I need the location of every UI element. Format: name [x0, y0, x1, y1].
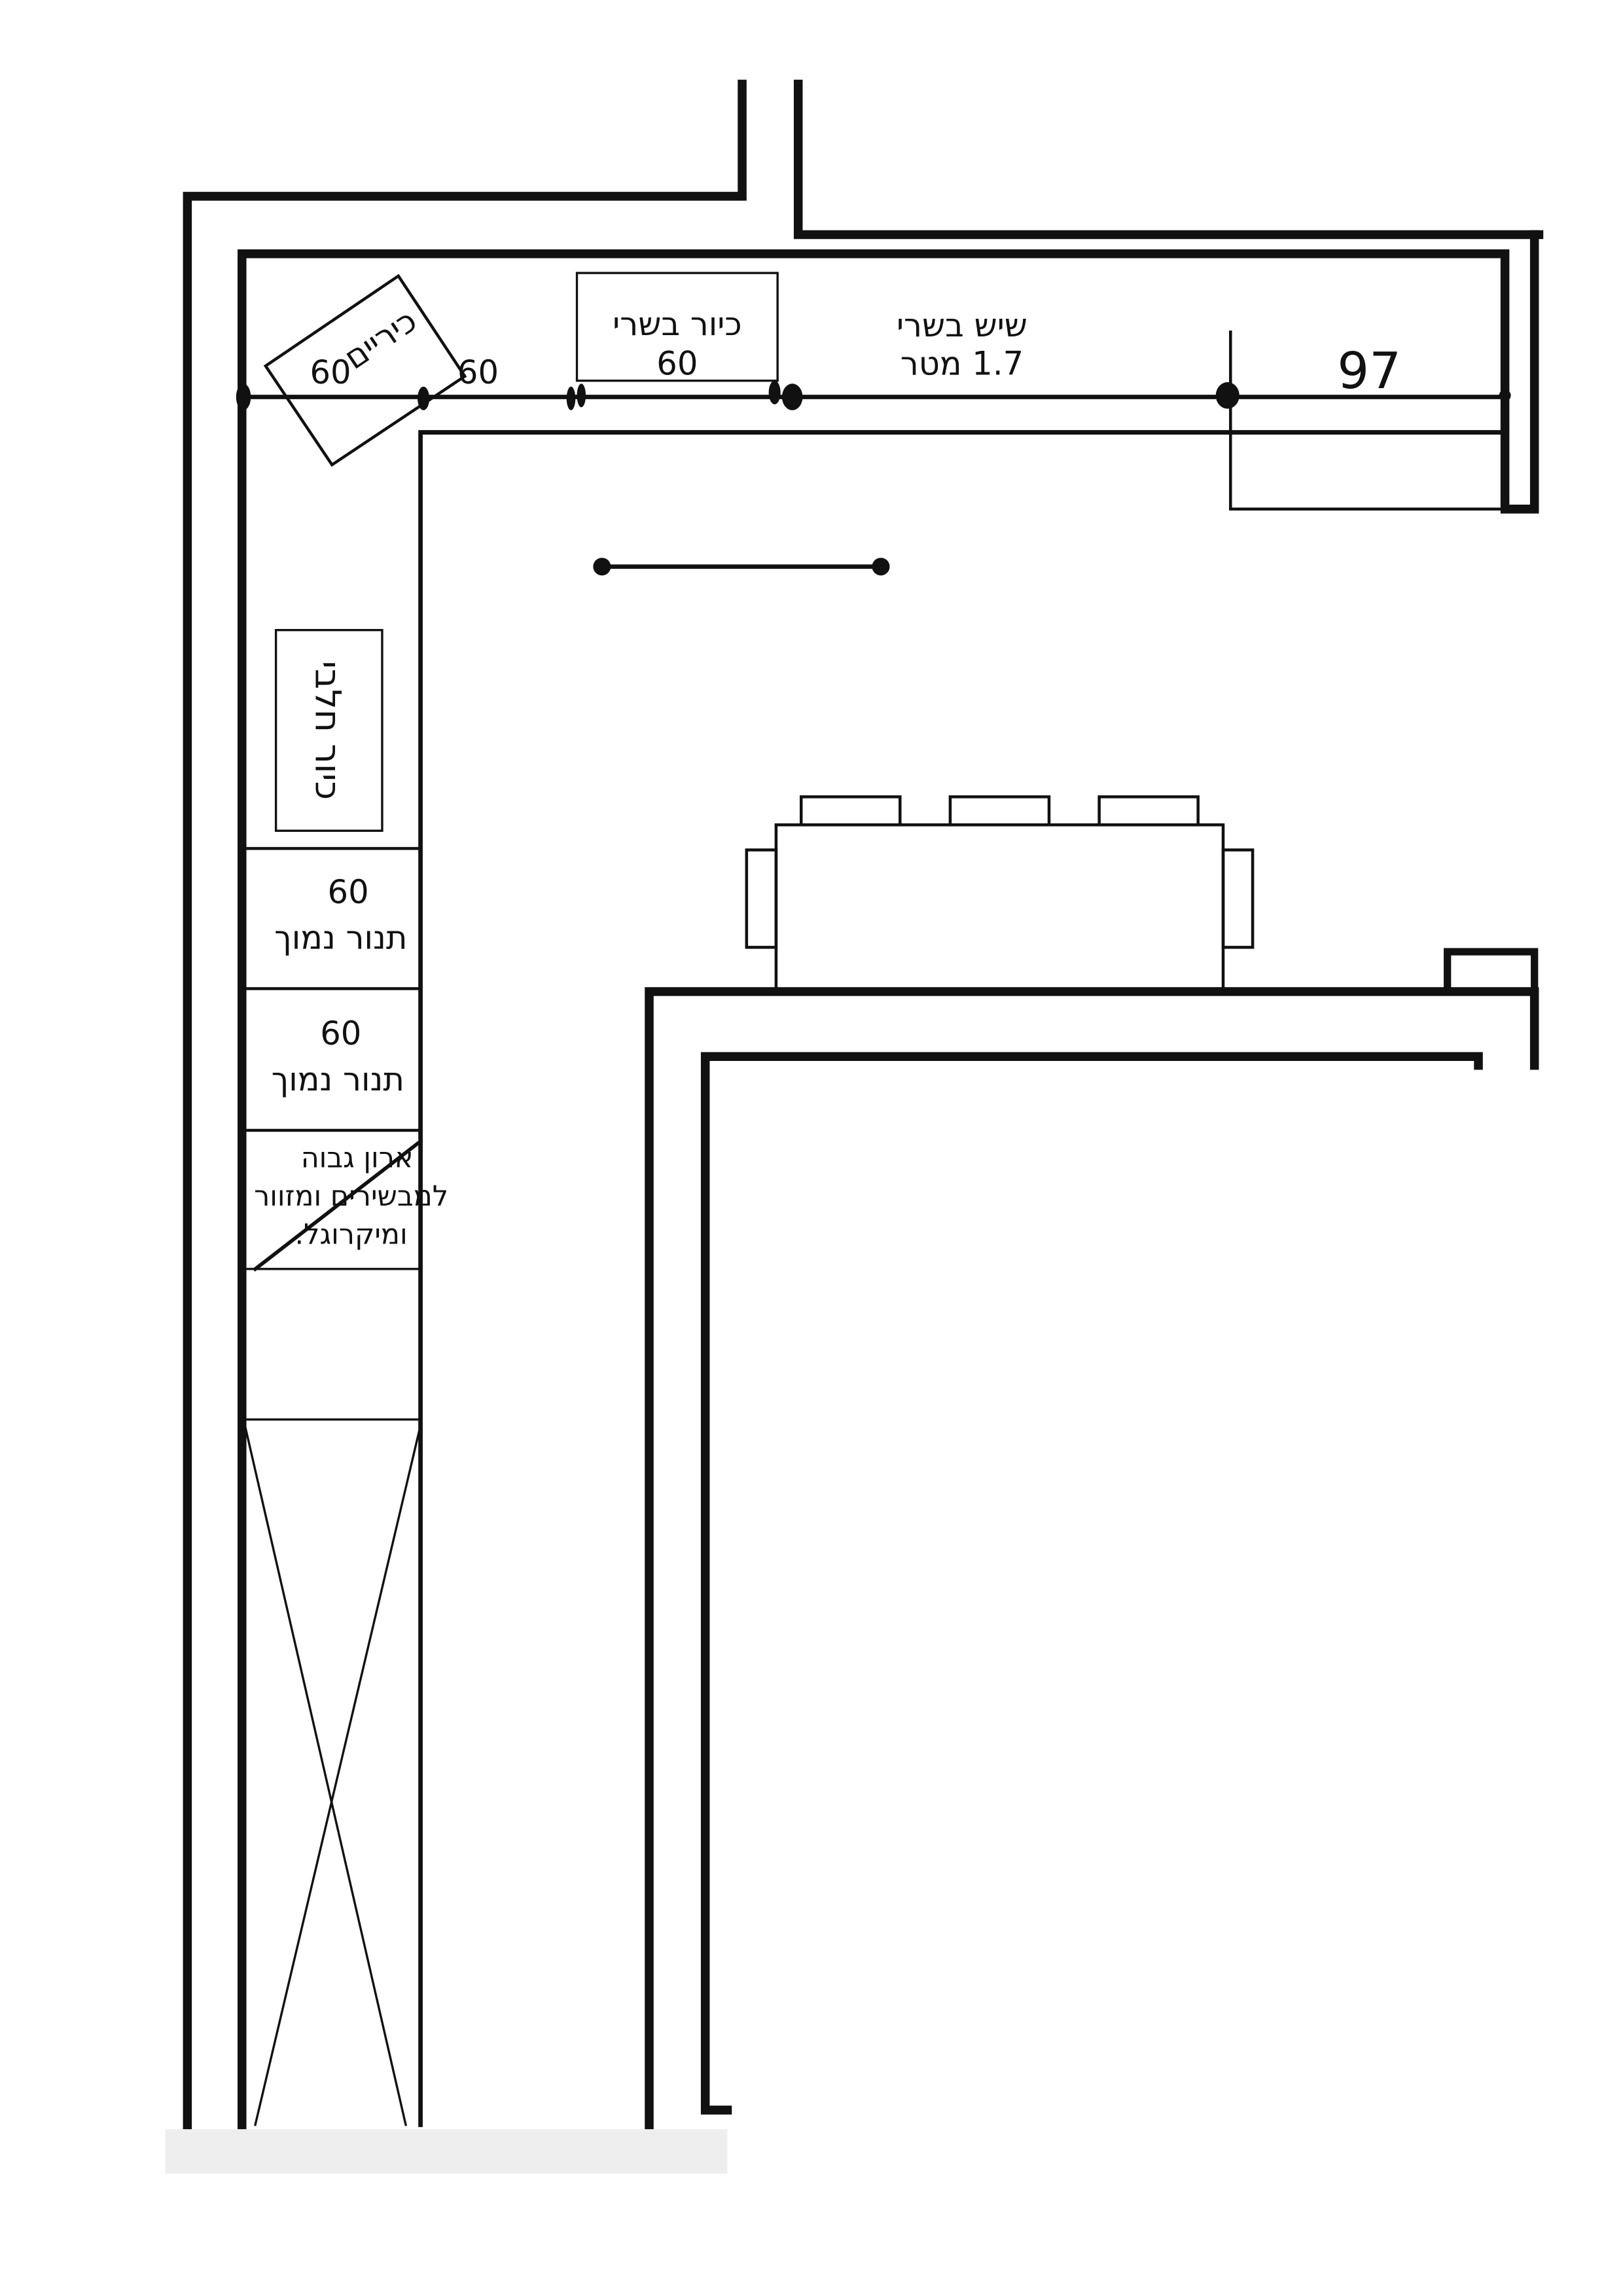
- chair: [948, 795, 1051, 827]
- dairy-sink-label: כיור חלבי: [307, 661, 348, 800]
- oven-2-label: תנור נמוך: [272, 1060, 404, 1098]
- floor-band: [165, 2129, 728, 2174]
- chair: [745, 848, 778, 949]
- dimension-markers: [236, 380, 1511, 576]
- void-cross: [254, 1424, 422, 2126]
- void-cross: [243, 1424, 408, 2126]
- outer-wall-left: [183, 79, 747, 2130]
- meat-counter-label: שיש בשרי: [897, 306, 1027, 344]
- chair: [1097, 795, 1200, 827]
- cooktop-size: 60: [310, 353, 351, 391]
- side-dimension: 97: [1337, 342, 1401, 401]
- oven-1-size: 60: [328, 873, 369, 911]
- tall-cabinet-line2: למבשירים ומזוור: [254, 1180, 448, 1213]
- tall-cabinet-line3: ומיקרוגל.: [295, 1219, 408, 1251]
- chair: [1221, 848, 1255, 949]
- dining-table: [774, 823, 1225, 992]
- lower-wall-inner: [700, 1052, 1483, 2115]
- meat-counter-length: 1.7 מטר: [901, 345, 1024, 383]
- outer-wall-top-right: [793, 79, 1544, 240]
- inner-wall: [238, 230, 1539, 2130]
- dairy-sink-outline: [274, 628, 383, 832]
- meat-sink-size: 60: [656, 345, 698, 383]
- meat-sink-outline: [575, 272, 779, 382]
- lower-wall-outer: [645, 987, 1539, 2130]
- chair: [799, 795, 902, 827]
- meat-sink-label: כיור בשרי: [613, 305, 741, 343]
- tall-cabinet-diagonal: [253, 1141, 421, 1272]
- lower-wall-box: [1444, 948, 1539, 996]
- corner-dimension: 60: [457, 353, 499, 391]
- tall-cabinet-line1: ארון גבוה: [301, 1141, 414, 1174]
- counter-edge: [418, 430, 1507, 2127]
- oven-2-size: 60: [320, 1014, 361, 1052]
- oven-1-label: תנור נמוך: [274, 919, 407, 957]
- cooktop-outline: [263, 274, 467, 467]
